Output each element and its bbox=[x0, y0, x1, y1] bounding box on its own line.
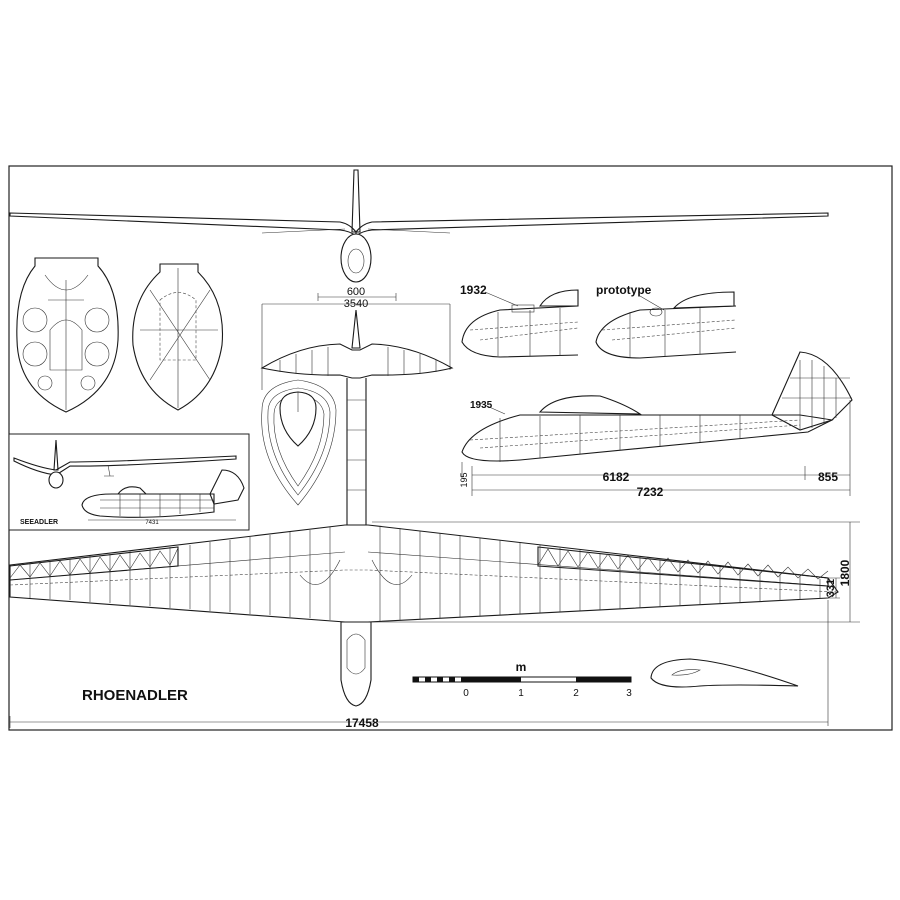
scale-tick-3: 3 bbox=[626, 688, 632, 699]
wing-dimensions bbox=[9, 521, 860, 728]
side-view-1932 bbox=[461, 289, 579, 358]
scale-bar bbox=[412, 676, 632, 683]
side-view-prototype bbox=[595, 291, 737, 359]
scale-tick-2: 2 bbox=[573, 688, 579, 699]
dim-overall-length: 7232 bbox=[637, 485, 664, 499]
dim-tailplane-span: 3540 bbox=[344, 298, 368, 310]
label-1935: 1935 bbox=[470, 400, 493, 411]
side-view-1935 bbox=[461, 351, 853, 462]
dim-root-chord: 1800 bbox=[838, 559, 852, 586]
dim-wingspan: 17458 bbox=[345, 716, 379, 730]
scale-tick-0: 0 bbox=[463, 688, 469, 699]
dim-tail-section-length: 6182 bbox=[603, 470, 630, 484]
cockpit-section bbox=[261, 379, 337, 506]
aerofoil-section bbox=[650, 658, 799, 688]
dim-nose-height: 195 bbox=[459, 472, 469, 487]
label-1932: 1932 bbox=[460, 283, 487, 297]
dim-fuselage-width: 600 bbox=[347, 286, 365, 298]
scale-tick-1: 1 bbox=[518, 688, 524, 699]
top-view-tail bbox=[260, 309, 454, 525]
dim-tail-overhang: 855 bbox=[818, 470, 838, 484]
dim-tip-chord: 331 bbox=[825, 579, 837, 597]
cross-section-rear bbox=[132, 263, 224, 411]
label-seeadler: SEEADLER bbox=[20, 519, 58, 526]
side-dimensions bbox=[461, 400, 851, 496]
drawing-title: RHOENADLER bbox=[82, 687, 188, 704]
seeadler-inset bbox=[8, 433, 250, 531]
label-prototype: prototype bbox=[596, 283, 652, 297]
front-view bbox=[9, 169, 829, 390]
dim-seeadler-length: 7431 bbox=[145, 520, 159, 526]
scale-unit: m bbox=[516, 660, 527, 674]
top-view-wing bbox=[9, 524, 839, 707]
cross-section-front bbox=[16, 257, 119, 413]
